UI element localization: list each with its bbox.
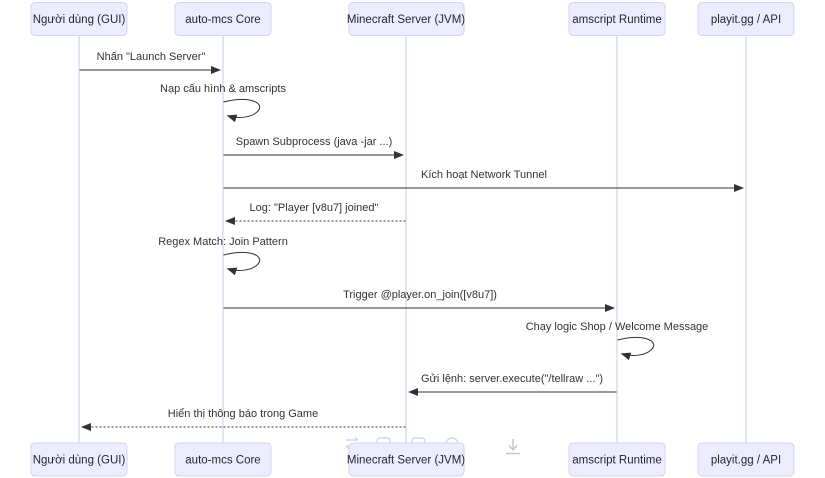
messages: Nhấn "Launch Server" Nạp cấu hình & amsc… — [79, 51, 744, 431]
message-label: Nạp cấu hình & amscripts — [160, 83, 286, 95]
actor-label: Người dùng (GUI) — [33, 455, 126, 467]
actor-label: Người dùng (GUI) — [33, 14, 126, 26]
actor-top-user: Người dùng (GUI) — [30, 2, 128, 36]
actor-label: Minecraft Server (JVM) — [347, 14, 465, 26]
message-label: Trigger @player.on_join([v8u7]) — [343, 289, 497, 301]
self-message-loop — [617, 336, 655, 361]
actors-top: Người dùng (GUI) auto-mcs Core Minecraft… — [30, 2, 795, 36]
actors-bottom: Người dùng (GUI) auto-mcs Core Minecraft… — [30, 442, 795, 477]
actor-top-core: auto-mcs Core — [174, 2, 272, 36]
actor-top-playit: playit.gg / API — [697, 2, 795, 36]
message-label: Chạy logic Shop / Welcome Message — [526, 321, 709, 333]
self-message-loop — [223, 251, 261, 276]
message-label: Nhấn "Launch Server" — [97, 51, 206, 63]
download-icon[interactable] — [506, 439, 520, 455]
actor-label: playit.gg / API — [711, 455, 781, 467]
message-label: Log: "Player [v8u7] joined" — [250, 202, 379, 214]
lifelines — [78, 36, 747, 444]
actor-label: auto-mcs Core — [185, 455, 260, 467]
actor-label: playit.gg / API — [711, 14, 781, 26]
actor-top-amscript: amscript Runtime — [568, 2, 666, 36]
actor-label: amscript Runtime — [572, 455, 661, 467]
message-label: Hiển thị thông báo trong Game — [168, 408, 318, 420]
actor-label: amscript Runtime — [572, 14, 661, 26]
actor-bottom-core: auto-mcs Core — [174, 442, 272, 477]
self-message-loop — [223, 98, 261, 123]
actor-bottom-amscript: amscript Runtime — [568, 442, 666, 477]
actor-top-server: Minecraft Server (JVM) — [347, 2, 465, 36]
actor-label: auto-mcs Core — [185, 14, 260, 26]
actor-bottom-playit: playit.gg / API — [697, 442, 795, 477]
message-label: Regex Match: Join Pattern — [158, 236, 288, 248]
message-label: Gửi lệnh: server.execute("/tellraw ...") — [421, 373, 603, 385]
message-label: Kích hoạt Network Tunnel — [421, 169, 547, 181]
actor-bottom-server: Minecraft Server (JVM) — [347, 442, 465, 477]
message-label: Spawn Subprocess (java -jar ...) — [236, 136, 393, 148]
actor-bottom-user: Người dùng (GUI) — [30, 442, 128, 477]
actor-label: Minecraft Server (JVM) — [347, 455, 465, 467]
